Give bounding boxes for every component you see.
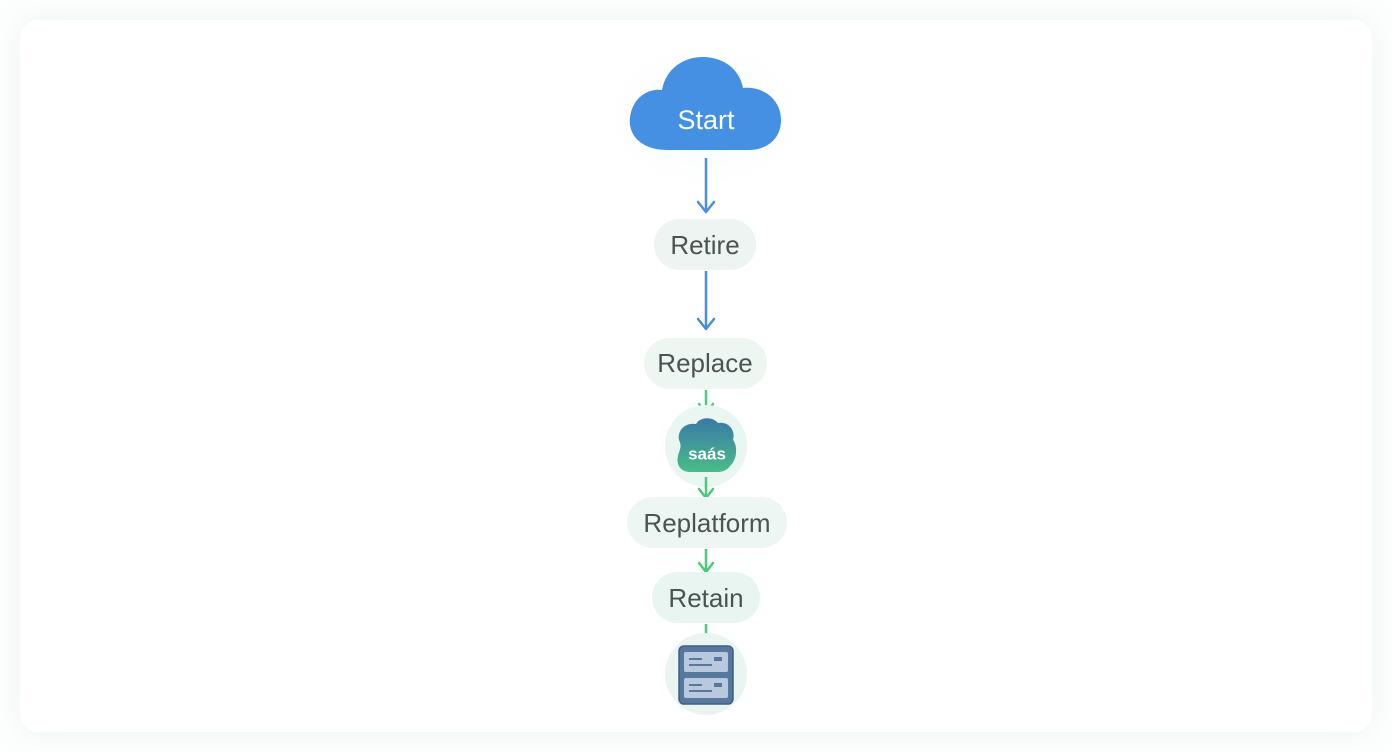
cloud-icon	[629, 57, 781, 150]
replatform-node[interactable]: Replatform	[627, 497, 787, 548]
saas-cloud-icon	[677, 418, 737, 472]
replace-label: Replace	[657, 348, 752, 378]
arrow-start-to-retire	[696, 158, 716, 214]
retire-node[interactable]: Retire	[654, 219, 756, 270]
saas-node[interactable]: saás	[665, 405, 747, 487]
saas-label: saás	[688, 445, 726, 464]
server-node[interactable]	[665, 633, 747, 715]
retain-label: Retain	[668, 583, 743, 613]
retain-node[interactable]: Retain	[652, 572, 760, 623]
server-icon	[678, 645, 734, 705]
arrow-retire-to-replace	[696, 271, 716, 331]
replace-node[interactable]: Replace	[644, 338, 767, 389]
retire-label: Retire	[670, 230, 739, 260]
start-node[interactable]: Start	[629, 57, 781, 150]
replatform-label: Replatform	[643, 508, 770, 538]
start-label: Start	[677, 105, 735, 135]
arrow-replatform-to-retain	[697, 549, 715, 574]
